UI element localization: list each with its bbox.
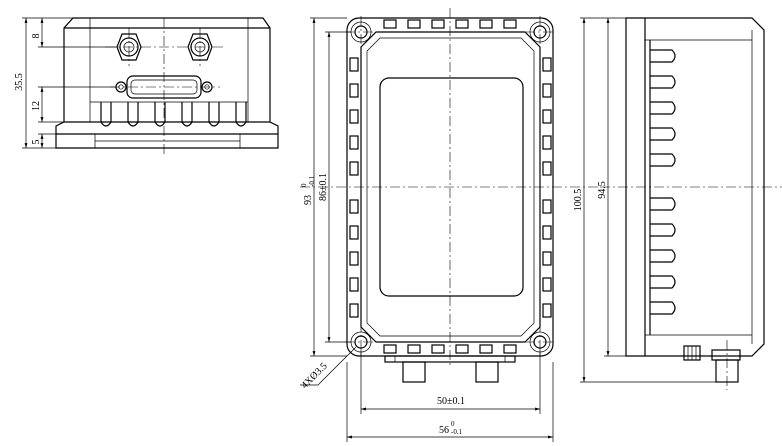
plan-bottom-fins xyxy=(383,344,517,354)
dim-plan-height: 93 xyxy=(303,195,314,205)
dim-plan-height-tol-upper: 0 xyxy=(300,183,308,187)
dim-plan-hole-spacing-v: 86±0.1 xyxy=(318,173,329,201)
dim-plan-width: 56 xyxy=(439,425,449,436)
dim-front-top: 8 xyxy=(31,34,42,39)
plan-top-fins xyxy=(383,19,517,29)
dim-side-body: 94.5 xyxy=(597,181,608,199)
plan-left-fins xyxy=(349,57,359,318)
dim-front-base: 5 xyxy=(31,140,42,145)
front-view: 8 35.5 12 5 xyxy=(14,17,279,155)
side-connectors xyxy=(683,345,741,383)
hole-callout: 4XØ3.5 xyxy=(299,361,329,391)
front-fins xyxy=(90,101,248,127)
side-fins xyxy=(650,49,676,315)
dim-plan-width-tol-lower: -0.1 xyxy=(451,428,463,436)
dim-plan-height-tol-lower: -0.1 xyxy=(308,175,316,187)
side-view: 100.5 94.5 xyxy=(573,17,782,390)
plan-view: 93 0 -0.1 86±0.1 4XØ3.5 50±0.1 56 0 -0.1 xyxy=(299,8,600,442)
dim-side-overall: 100.5 xyxy=(573,189,584,212)
dim-front-mid: 12 xyxy=(31,101,42,111)
dim-plan-hole-spacing-h: 50±0.1 xyxy=(437,396,465,407)
dim-plan-width-tol-upper: 0 xyxy=(451,420,455,428)
plan-right-fins xyxy=(542,57,552,318)
dim-front-height: 35.5 xyxy=(14,73,25,91)
